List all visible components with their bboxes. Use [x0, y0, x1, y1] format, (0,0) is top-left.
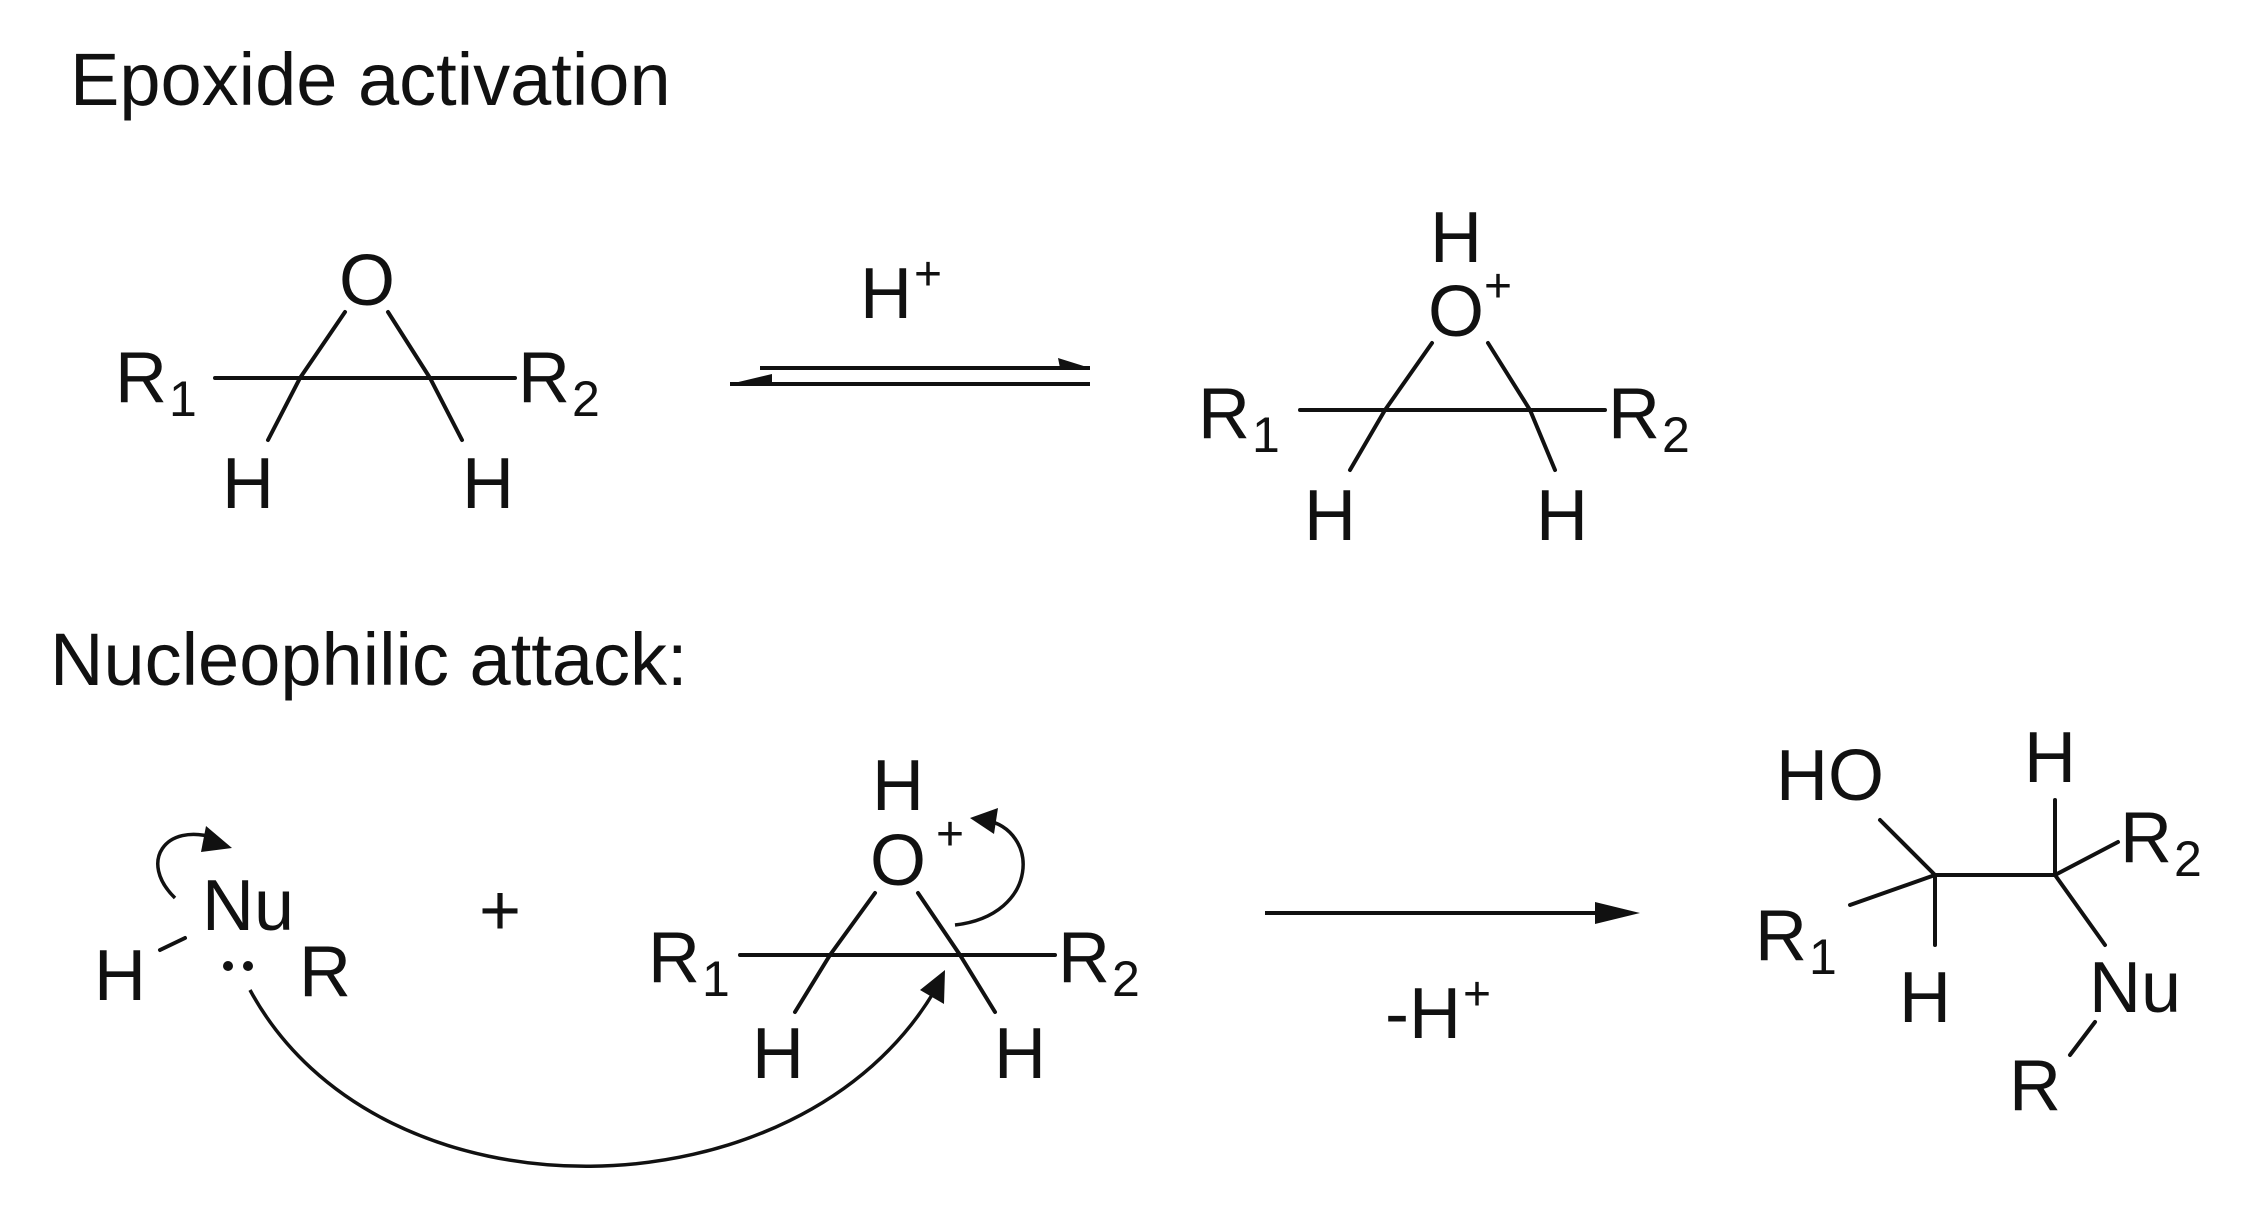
r1-label: R1 — [1755, 896, 1837, 985]
r2-label: R2 — [2120, 798, 2202, 887]
bond-c2-o — [916, 891, 962, 957]
nucleophile-r: R — [299, 932, 351, 1012]
curved-arrow-nu-h — [156, 832, 216, 900]
bond-c2-o — [386, 310, 432, 380]
equilibrium-arrows: H+ — [730, 248, 1090, 386]
lone-pair-dot — [223, 961, 233, 971]
r2-label: R2 — [1608, 374, 1690, 463]
oxonium-charge: + — [1484, 260, 1512, 313]
heading-epoxide-activation: Epoxide activation — [70, 38, 671, 121]
curved-arrow-bond-to-oxygen — [954, 818, 1025, 927]
curved-arrowhead-bond-to-oxygen — [970, 808, 998, 834]
oxonium-hydrogen: H — [872, 746, 924, 826]
hydrogen-left: H — [752, 1014, 804, 1094]
bond-nu-r — [2068, 1020, 2097, 1057]
hydroxyl-group: HO — [1776, 736, 1884, 816]
bond-c1-r1 — [1848, 873, 1937, 907]
hydrogen-right: H — [1536, 476, 1588, 556]
product-nucleophile: Nu — [2089, 948, 2181, 1028]
reaction-arrowhead — [1595, 902, 1640, 924]
reverse-arrowhead — [730, 374, 772, 384]
bond-h-nu — [158, 936, 187, 952]
nucleophile-atom: Nu — [202, 866, 294, 946]
product-nu-r: R — [2009, 1046, 2061, 1126]
hydrogen-left: H — [222, 444, 274, 524]
r1-label: R1 — [115, 338, 197, 427]
protonated-epoxide: H O + R1 R2 H H — [1198, 198, 1690, 556]
r2-label: R2 — [1058, 918, 1140, 1007]
oxonium-oxygen: O — [1428, 272, 1484, 352]
r2-label: R2 — [518, 338, 600, 427]
hydrogen-right: H — [462, 444, 514, 524]
bond-c2-h — [428, 376, 464, 442]
bond-c2-h — [1528, 408, 1557, 472]
bond-c2-r2 — [2053, 840, 2120, 877]
bond-c1-h — [1348, 408, 1387, 472]
bond-c2-o — [1486, 341, 1532, 412]
r1-label: R1 — [648, 918, 730, 1007]
heading-nucleophilic-attack: Nucleophilic attack: — [50, 618, 688, 701]
oxonium-oxygen: O — [870, 821, 926, 901]
bond-c1-o — [298, 310, 347, 380]
curved-arrow-nucleophilic-attack — [248, 989, 937, 1168]
lone-pair-dot — [243, 961, 253, 971]
amino-alcohol-product: HO H R2 R1 H Nu R — [1755, 718, 2202, 1126]
bond-c2-h — [958, 953, 997, 1014]
acid-reagent: H+ — [860, 248, 942, 334]
nucleophile: H Nu R — [94, 826, 351, 1016]
product-hydrogen-bottom: H — [1899, 958, 1951, 1038]
bond-c1-o — [1383, 341, 1434, 412]
oxonium-hydrogen: H — [1430, 198, 1482, 278]
bond-c1-h — [793, 953, 832, 1014]
bond-c2-nu — [2053, 873, 2107, 947]
oxygen-atom: O — [339, 241, 395, 321]
forward-arrowhead — [1058, 358, 1090, 368]
plus-sign: + — [479, 871, 521, 951]
hydrogen-right: H — [994, 1014, 1046, 1094]
product-hydrogen-top: H — [2024, 718, 2076, 798]
bond-c1-h — [266, 376, 302, 442]
curved-arrowhead-attack — [920, 970, 945, 1004]
r1-label: R1 — [1198, 374, 1280, 463]
epoxide-reactant: O R1 R2 H H — [115, 241, 600, 524]
hydrogen-left: H — [1304, 476, 1356, 556]
oxonium-charge: + — [936, 808, 964, 861]
reaction-arrow: -H+ — [1265, 902, 1640, 1054]
deprotonation-label: -H+ — [1385, 968, 1491, 1054]
curved-arrowhead-nu-h — [201, 826, 232, 852]
nucleophile-hydrogen: H — [94, 936, 146, 1016]
bond-c1-o — [828, 891, 877, 957]
protonated-epoxide-attack: H O + R1 R2 H H — [648, 746, 1140, 1094]
bond-c1-oh — [1878, 818, 1937, 877]
